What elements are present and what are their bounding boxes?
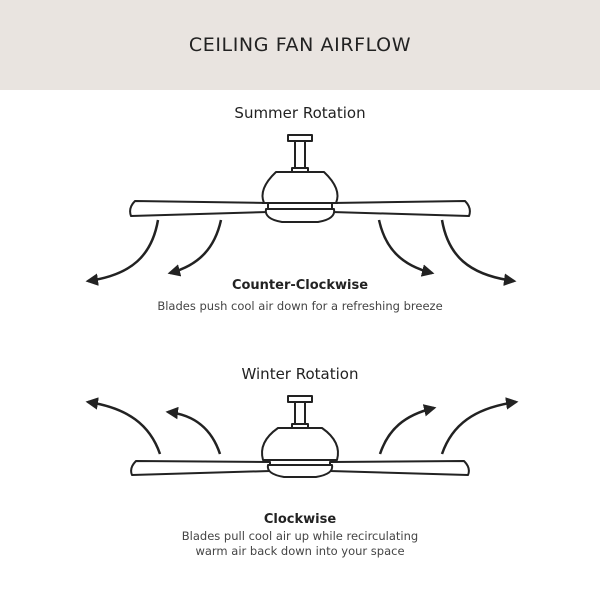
winter-description-line2: warm air back down into your space [195, 544, 405, 558]
winter-fan-diagram [85, 395, 519, 478]
summer-fan-diagram [85, 134, 517, 286]
ceiling-fan-icon [129, 134, 471, 223]
winter-direction: Clockwise [263, 512, 337, 527]
airflow-arrow-icon [85, 397, 519, 455]
summer-description: Blades push cool air down for a refreshi… [157, 299, 443, 313]
winter-title: Winter Rotation [241, 365, 359, 383]
airflow-arrow-icon [85, 219, 517, 286]
winter-description-line1: Blades pull cool air up while recirculat… [181, 529, 419, 543]
summer-direction: Counter-Clockwise [231, 278, 369, 293]
ceiling-fan-icon [130, 395, 470, 478]
header-banner: CEILING FAN AIRFLOW [0, 0, 600, 90]
page-title: CEILING FAN AIRFLOW [188, 34, 412, 56]
summer-title: Summer Rotation [234, 104, 366, 122]
